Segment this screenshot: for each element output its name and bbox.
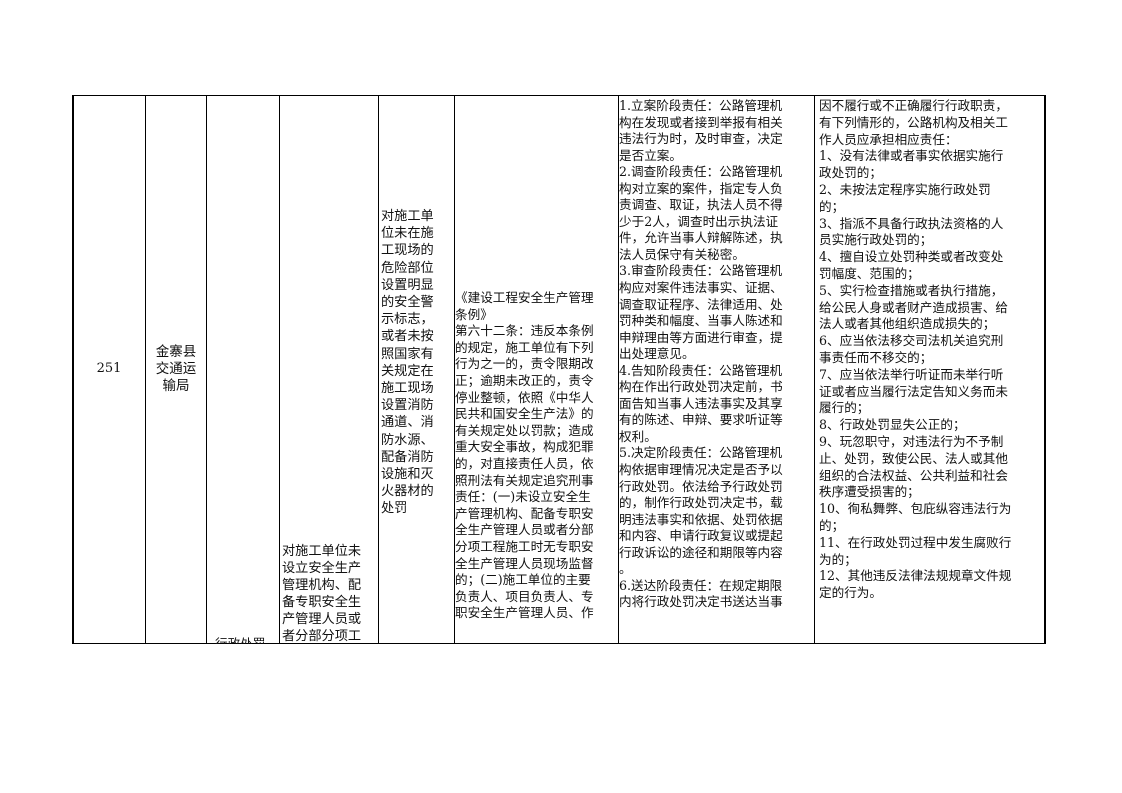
accountability-cases: 因不履行或不正确履行行政职责， 有下列情形的，公路机构及相关工 作人员应承担相应… (819, 98, 1012, 601)
category-fragment: 行政处罚 (215, 636, 266, 644)
col-border-2 (206, 95, 207, 644)
table-top-border (72, 95, 1046, 96)
cell-item: 对施工单 位未在施 工现场的 危险部位 设置明显 的安全警 示标志， 或者未按 … (379, 95, 454, 644)
col-border-0 (72, 95, 74, 644)
sub-item: 对施工单位未 设立安全生产 管理机构、配 备专职安全生 产管理人员或 者分部分项… (282, 544, 362, 644)
col-border-3 (279, 95, 280, 644)
table-bottom-border (72, 643, 1046, 644)
cell-accountability: 因不履行或不正确履行行政职责， 有下列情形的，公路机构及相关工 作人员应承担相应… (815, 95, 1044, 644)
cell-duties: 1.立案阶段责任：公路管理机 构在发现或者接到举报有相关 违法行为时，及时审查，… (619, 95, 814, 644)
col-border-1 (145, 95, 146, 644)
cell-basis: 《建设工程安全生产管理 条例》 第六十二条：违反本条例 的规定，施工单位有下列 … (455, 95, 618, 644)
cell-sub-item: 对施工单位未 设立安全生产 管理机构、配 备专职安全生 产管理人员或 者分部分项… (280, 95, 378, 644)
cell-category: 行政处罚 (207, 95, 279, 644)
col-border-6 (618, 95, 619, 644)
col-border-5 (454, 95, 455, 644)
row-number: 251 (96, 361, 122, 377)
col-border-7 (814, 95, 815, 644)
col-border-8 (1044, 95, 1046, 644)
legal-basis: 《建设工程安全生产管理 条例》 第六十二条：违反本条例 的规定，施工单位有下列 … (455, 290, 594, 621)
cell-department: 金寨县 交通运 输局 (146, 95, 206, 644)
table: 251 金寨县 交通运 输局 行政处罚 对施工单位未 设立安全生产 管理机构、配… (72, 95, 1046, 644)
col-border-4 (378, 95, 379, 644)
item-name: 对施工单 位未在施 工现场的 危险部位 设置明显 的安全警 示标志， 或者未按 … (381, 209, 434, 517)
responsibility-duties: 1.立案阶段责任：公路管理机 构在发现或者接到举报有相关 违法行为时，及时审查，… (619, 98, 783, 610)
cell-row-number: 251 (73, 95, 145, 644)
department: 金寨县 交通运 输局 (155, 344, 197, 394)
